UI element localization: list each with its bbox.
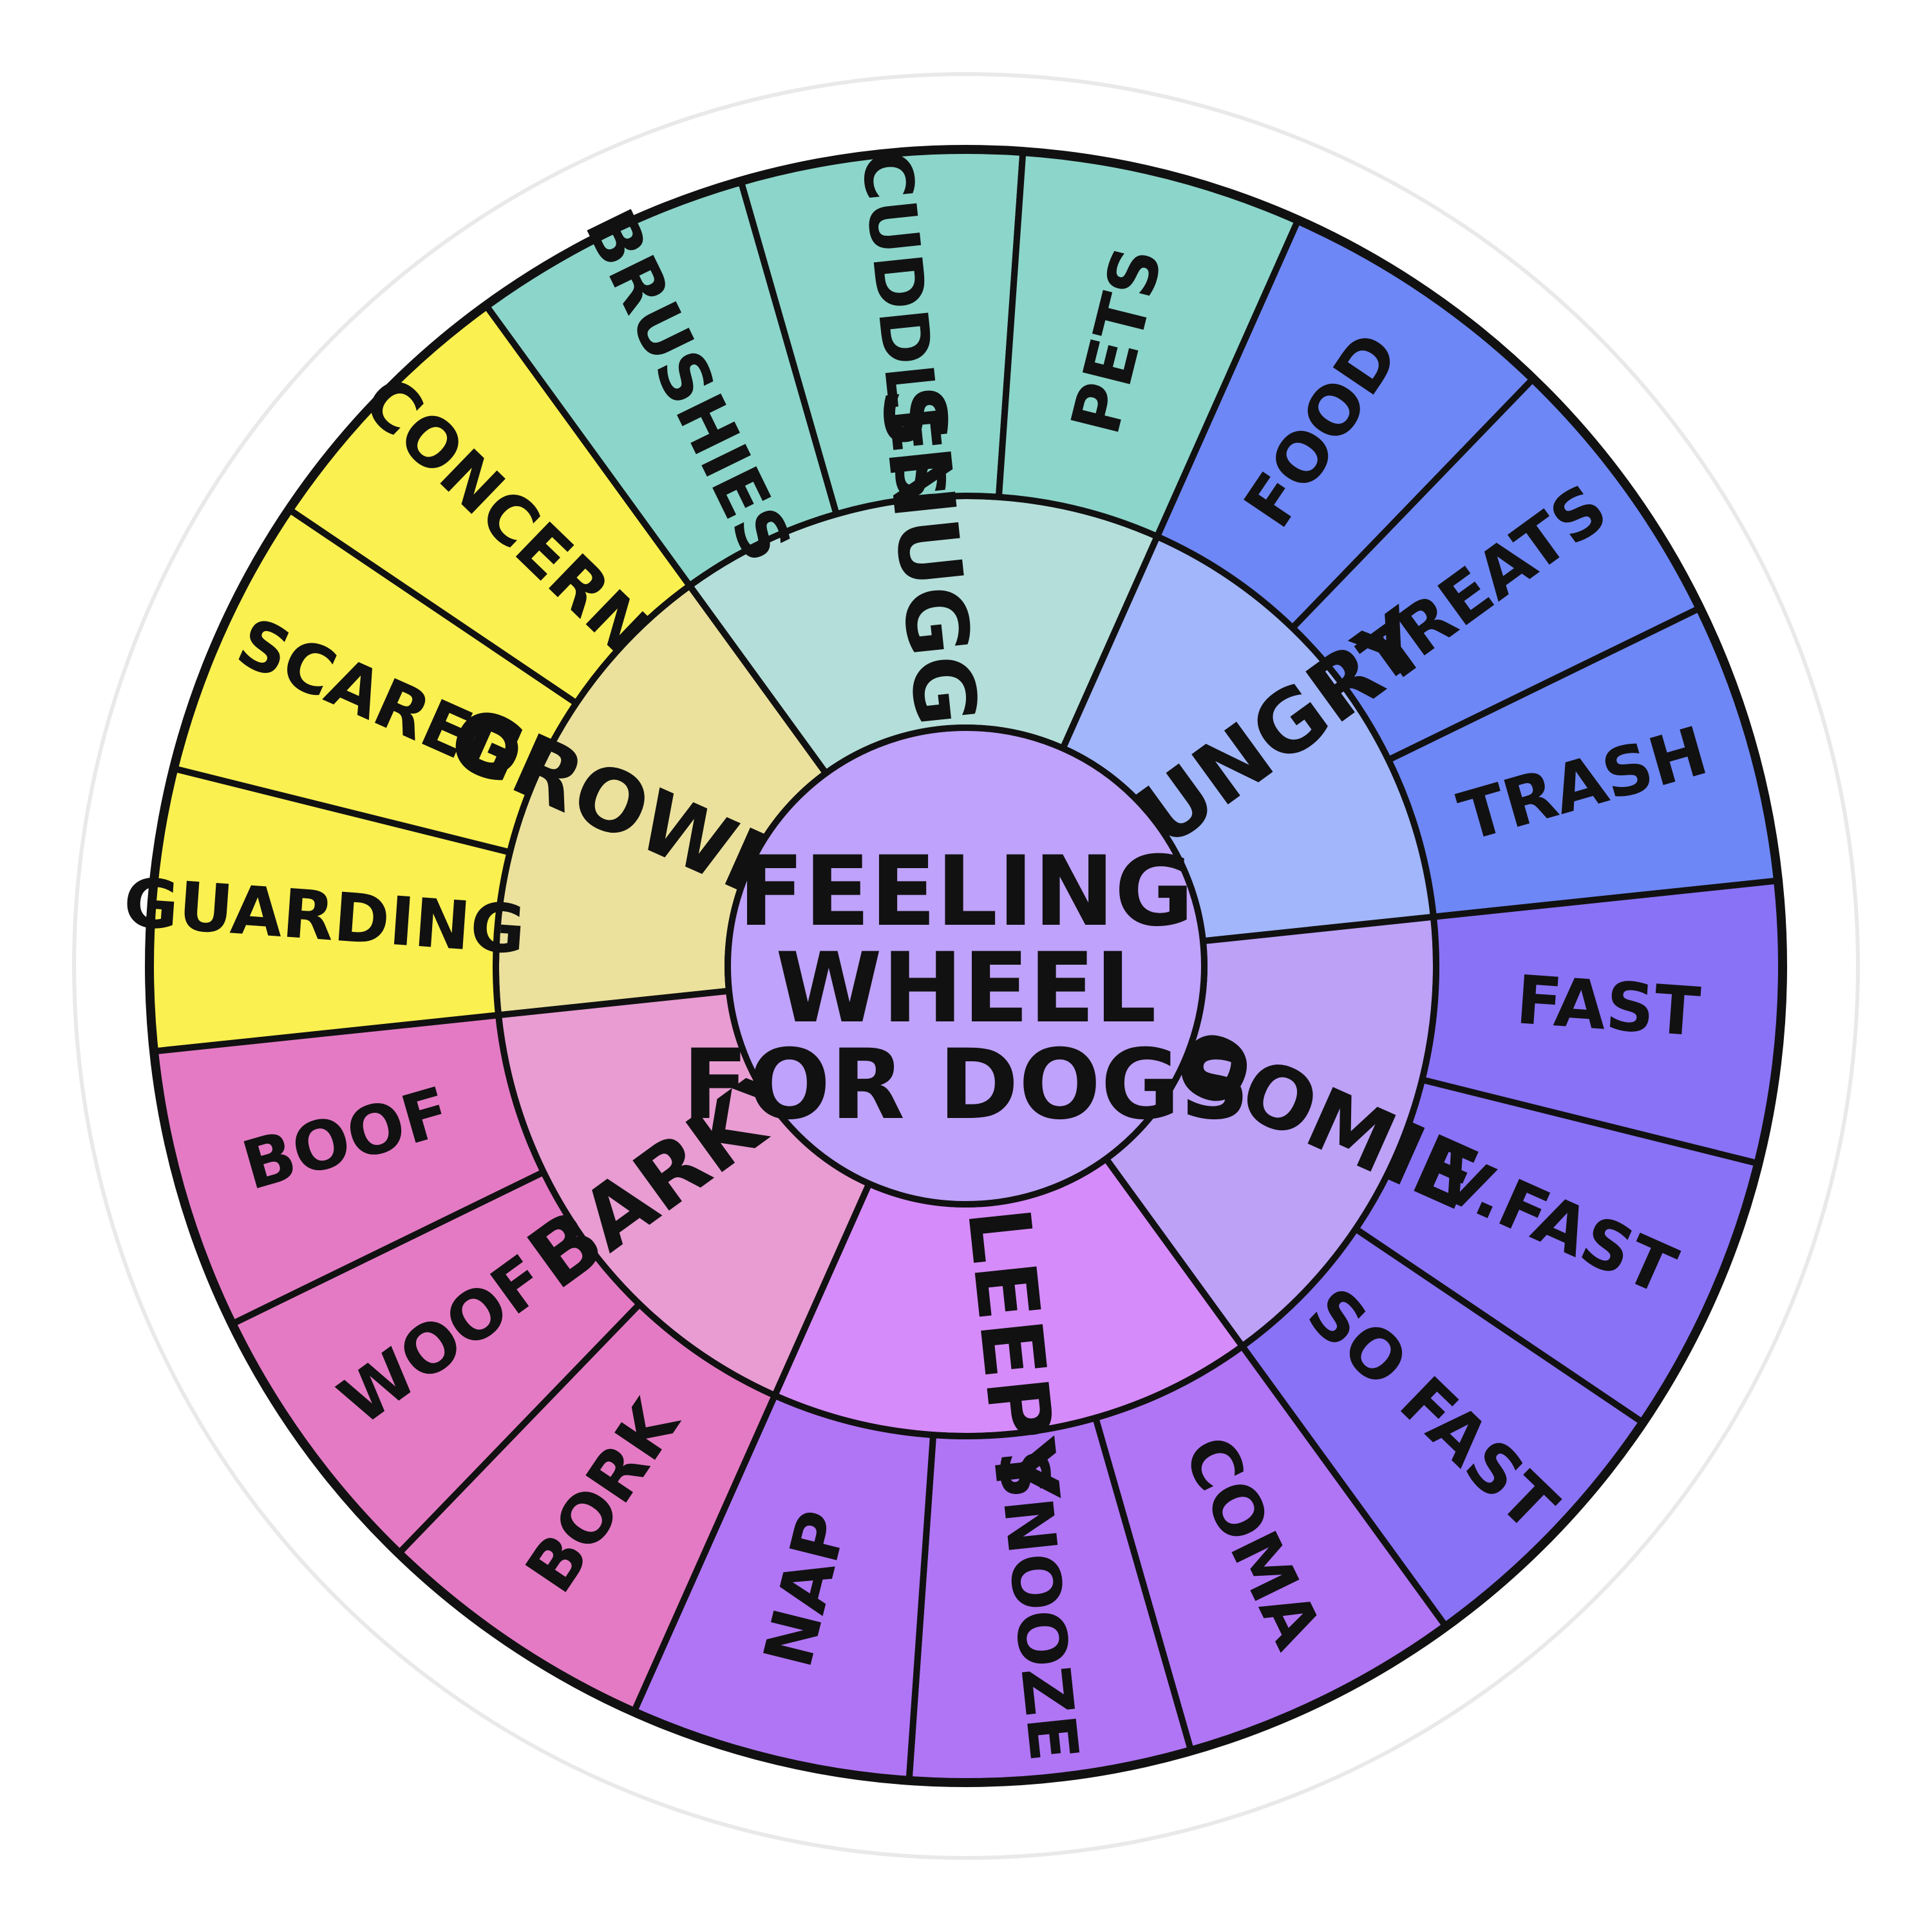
center-title-line-2: WHEEL	[775, 933, 1157, 1045]
center-circle	[724, 724, 1208, 1208]
wheel-segments	[146, 146, 1786, 1786]
center-title-line-3: FOR DOGS	[683, 1029, 1250, 1141]
wheel-outer-rim	[145, 145, 1787, 1787]
center-hub: FEELING WHEEL FOR DOGS	[683, 724, 1250, 1208]
feeling-label-fast: FAST	[1513, 960, 1702, 1052]
center-title-line-1: FEELING	[738, 836, 1193, 948]
